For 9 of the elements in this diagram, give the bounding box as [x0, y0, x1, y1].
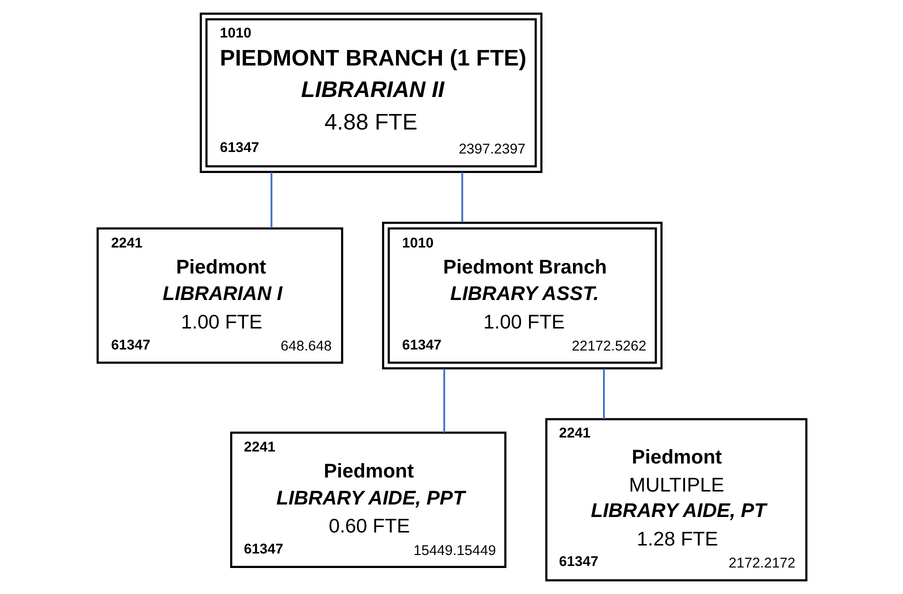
- node-box: 2241 Piedmont MULTIPLE LIBRARY AIDE, PT 1.28 FTE 61347 2172.2172: [544, 418, 807, 582]
- connector: [460, 172, 463, 222]
- connector: [270, 172, 272, 228]
- connector: [442, 368, 445, 433]
- node-box: 2241 Piedmont LIBRARY AIDE, PPT 0.60 FTE 61347 15449.15449: [230, 432, 506, 568]
- node-box: 2241 Piedmont LIBRARIAN I 1.00 FTE 61347 648.648: [96, 227, 343, 364]
- node-box: 1010 PIEDMONT BRANCH (1 FTE) LIBRARIAN II 4.88 FTE 61347 2397.2397: [199, 12, 542, 173]
- node-box: 1010 Piedmont Branch LIBRARY ASST. 1.00 FTE 61347 22172.5262: [382, 222, 662, 370]
- connector: [602, 368, 604, 419]
